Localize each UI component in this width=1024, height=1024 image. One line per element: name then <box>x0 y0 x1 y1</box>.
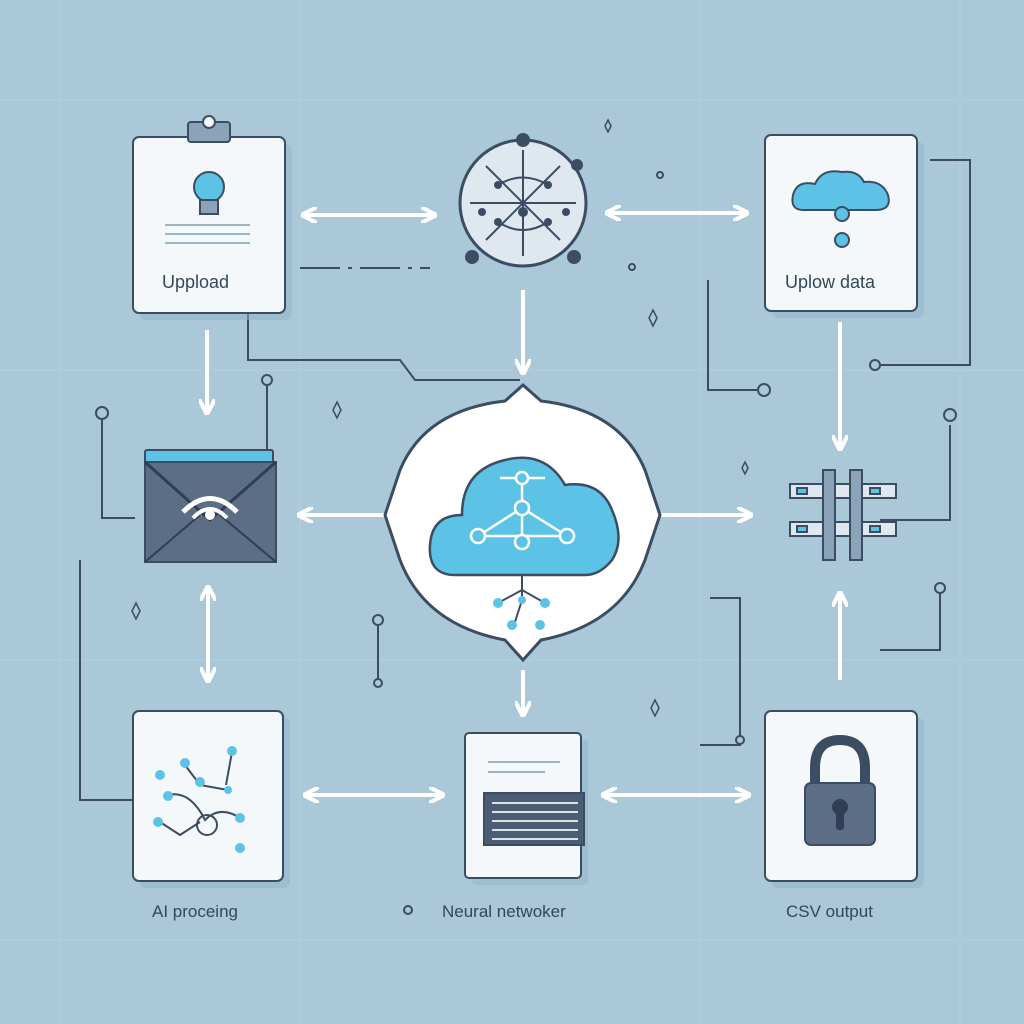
cloud-network-icon <box>428 456 620 630</box>
output-card-label: CSV output <box>786 902 873 921</box>
data-card[interactable] <box>764 134 924 318</box>
document-icon <box>483 761 585 846</box>
wire-grid-output <box>700 597 741 746</box>
wire-grid-lower <box>880 585 941 651</box>
wire-email-left <box>101 420 135 519</box>
wire-nodes <box>95 171 957 915</box>
wire-data-right <box>870 159 971 366</box>
network-globe-icon <box>470 150 576 256</box>
connector-wires <box>79 159 971 801</box>
flow-arrows <box>207 213 840 795</box>
wire-left-ai <box>79 560 132 801</box>
cloud-hub[interactable] <box>383 382 662 663</box>
wire-grid-right <box>880 425 951 521</box>
envelope-icon[interactable] <box>144 449 277 563</box>
lightbulb-icon <box>193 171 225 215</box>
lock-icon <box>804 734 876 846</box>
wire-upload-cloud <box>247 300 520 381</box>
cloud-icon <box>791 170 890 248</box>
output-card[interactable] <box>764 710 924 888</box>
upload-card-label: Uppload <box>162 272 230 292</box>
document-card-label: Neural netwoker <box>442 902 566 921</box>
ai-card-label: AI proceing <box>152 902 238 921</box>
ai-card[interactable] <box>132 710 290 888</box>
text-lines <box>165 224 250 244</box>
wire-network-data <box>707 280 760 391</box>
sparkles <box>131 118 749 718</box>
grid-bars-icon[interactable] <box>789 469 897 561</box>
document-card[interactable] <box>464 732 588 885</box>
data-card-label: Uplow data <box>785 272 876 292</box>
upload-card[interactable] <box>132 115 292 320</box>
network-globe[interactable] <box>458 133 588 268</box>
